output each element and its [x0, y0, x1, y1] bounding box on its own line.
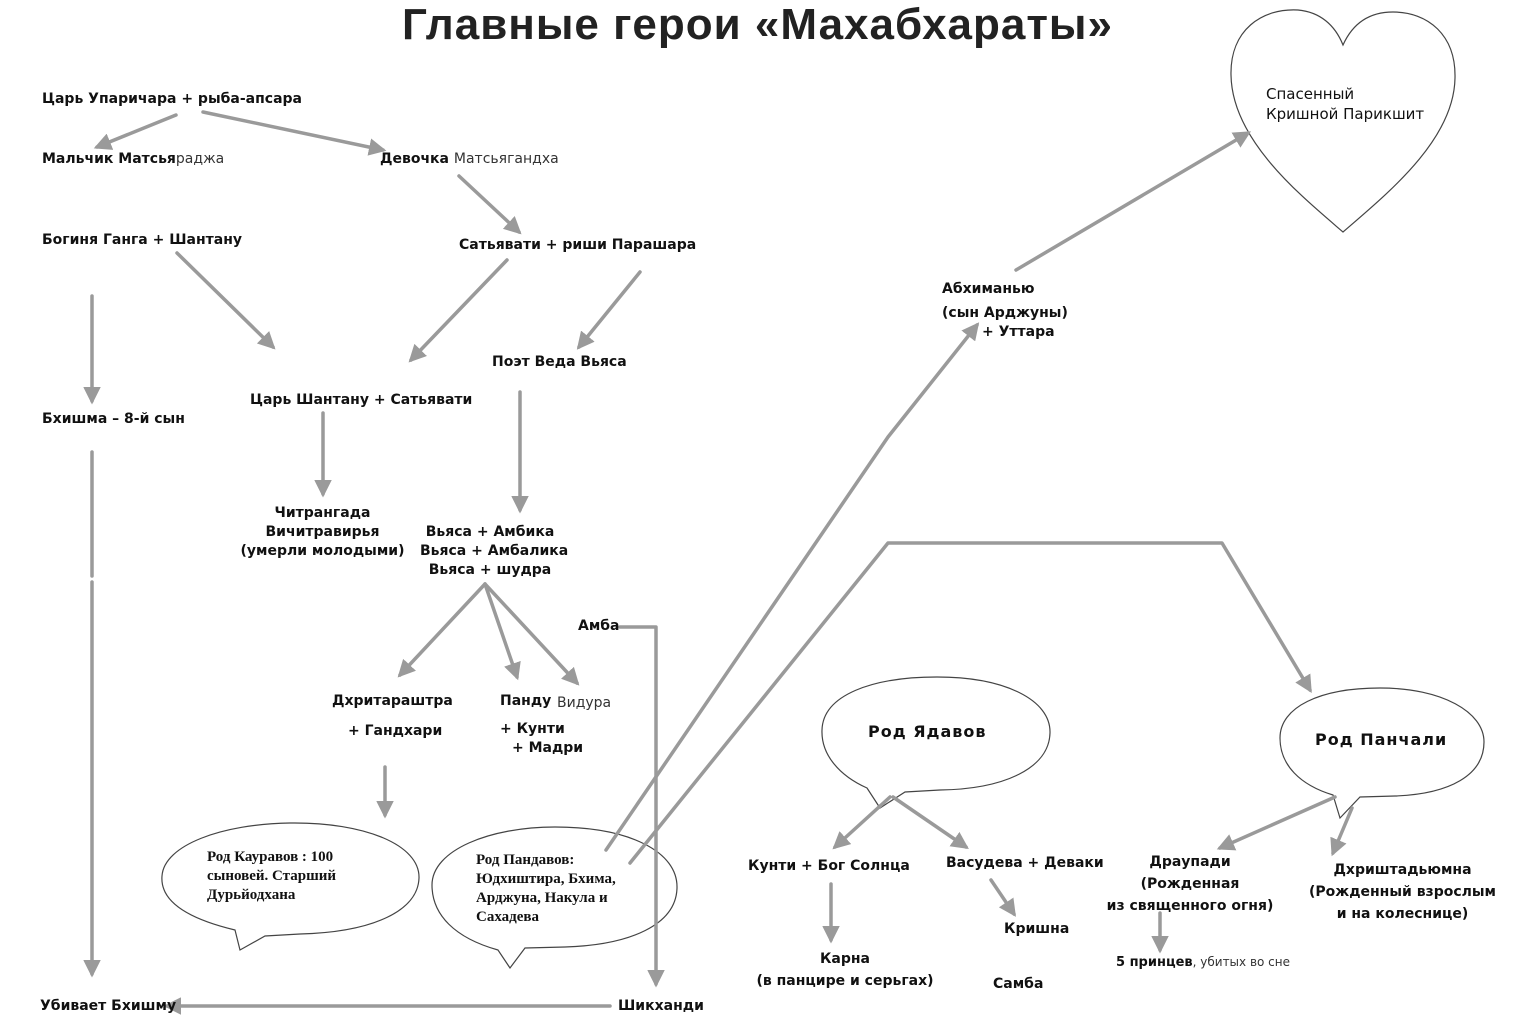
- node-dhrishtadyumna-line2: (Рожденный взрослым: [1309, 884, 1496, 900]
- node-vidura: Видура: [557, 695, 612, 711]
- node-vasudeva: Васудева + Деваки: [946, 855, 1104, 871]
- arrow-pandavas-abhimanyu: [604, 322, 980, 852]
- node-gandhari: + Гандхари: [348, 723, 443, 739]
- node-chitrangada-line1: Читрангада: [274, 505, 371, 521]
- node-vyasa-wives-line1: Вьяса + Амбика: [425, 524, 555, 540]
- node-abhimanyu: Абхиманью (сын Арджуны) + Уттара: [942, 277, 1068, 339]
- arrow-pandavas-panchala: [628, 541, 1312, 865]
- node-pandavas: Род Пандавов: Юдхиштира, Бхима, Арджуна,…: [476, 852, 616, 925]
- bubble-panchala: [1279, 687, 1485, 820]
- node-draupadi-line1: Драупади: [1149, 854, 1231, 870]
- node-vyasa-wives: Вьяса + Амбика Вьяса + Амбалика Вьяса + …: [420, 523, 569, 580]
- node-vyasa-wives-line3: Вьяса + шудра: [428, 562, 552, 578]
- node-kunti: + Кунти: [500, 721, 565, 737]
- node-samba: Самба: [993, 976, 1044, 992]
- node-dhrishtadyumna: Дхриштадьюмна (Рожденный взрослым и на к…: [1290, 859, 1515, 925]
- node-matsyaraja-light: раджа: [175, 151, 225, 167]
- node-parikshit-line2: Кришной Парикшит: [1266, 105, 1425, 123]
- arrow-uparichara-girl: [201, 110, 387, 156]
- node-chitrangada: Читрангада Вичитравирья (умерли молодыми…: [240, 504, 405, 561]
- node-panchala: Род Панчали: [1315, 730, 1448, 749]
- node-kauravas: Род Кауравов : 100 сыновей. Старший Дурь…: [207, 849, 337, 903]
- arrow-abhimanyu-parikshit: [1014, 131, 1252, 272]
- bubble-kauravas: [161, 822, 420, 951]
- arrow-parashara-vyasa: [576, 270, 642, 350]
- node-princes: 5 принцев, убитых во сне: [1116, 953, 1290, 972]
- node-yadava: Род Ядавов: [868, 722, 987, 741]
- arrow-yadava-kunti: [832, 795, 892, 850]
- node-parikshit-line1: Спасенный: [1266, 85, 1355, 103]
- bubble-pandavas: [431, 826, 678, 970]
- node-pandu: Панду: [500, 693, 552, 709]
- node-dhritarashtra: Дхритараштра: [332, 693, 453, 709]
- node-parikshit: Спасенный Кришной Парикшит: [1266, 84, 1424, 124]
- node-ganga: Богиня Ганга + Шантану: [42, 232, 243, 248]
- node-girl-bold: Девочка: [380, 151, 450, 167]
- node-draupadi: Драупади (Рожденная из священного огня): [1095, 851, 1285, 917]
- arrow-vyasa-pandu: [483, 582, 521, 681]
- node-shikhandi: Шикханди: [618, 998, 704, 1014]
- node-karna-line2: (в панцире и серьгах): [756, 973, 934, 989]
- node-bhishma: Бхишма – 8-й сын: [42, 411, 185, 427]
- node-amba: Амба: [578, 618, 620, 634]
- arrow-panchala-dhrishtadyumna: [1330, 806, 1354, 857]
- arrow-uparichara-boy: [93, 113, 178, 150]
- arrow-satyavati-shantanu: [408, 258, 509, 363]
- node-matsyaraja-bold: Мальчик Матсья: [42, 151, 176, 167]
- node-madri: + Мадри: [512, 740, 584, 756]
- node-abhimanyu-line3: + Уттара: [982, 324, 1055, 340]
- arrow-amba-shikhandi: [618, 625, 665, 988]
- node-krishna: Кришна: [1004, 921, 1070, 937]
- node-draupadi-line3: из священного огня): [1106, 898, 1274, 914]
- arrow-yadava-vasudeva: [891, 795, 969, 849]
- page-title: Главные герои «Махабхараты»: [402, 0, 1113, 49]
- node-matsyaraja: Мальчик Матсьяраджа: [42, 150, 224, 169]
- node-chitrangada-line2: Вичитравирья: [265, 524, 380, 540]
- node-abhimanyu-line1: Абхиманью: [942, 281, 1035, 297]
- node-draupadi-line2: (Рожденная: [1140, 876, 1240, 892]
- node-abhimanyu-line2: (сын Арджуны): [942, 305, 1068, 321]
- node-uparichara: Царь Упаричара + рыба-апсара: [42, 91, 302, 107]
- arrow-panchala-draupadi: [1216, 795, 1337, 851]
- node-shantanu-satyavati: Царь Шантану + Сатьявати: [250, 392, 473, 408]
- node-satyavati-parashara: Сатьявати + риши Парашара: [459, 237, 697, 253]
- arrow-girl-satyavati: [457, 174, 522, 235]
- node-girl: Девочка Матсьягандха: [380, 150, 559, 169]
- node-kills-bhishma: Убивает Бхишму: [40, 998, 177, 1014]
- node-chitrangada-line3: (умерли молодыми): [240, 543, 405, 559]
- arrow-vyasa-dhritarashtra: [397, 582, 487, 678]
- node-princes-light: , убитых во сне: [1192, 955, 1291, 969]
- node-princes-bold: 5 принцев: [1116, 955, 1193, 970]
- arrow-vasudeva-krishna: [989, 878, 1016, 917]
- node-karna: Карна (в панцире и серьгах): [740, 948, 950, 992]
- arrow-vyasa-vidura: [483, 582, 580, 686]
- node-girl-light: Матсьягандха: [453, 151, 559, 167]
- node-karna-line1: Карна: [819, 951, 871, 967]
- node-vyasa-poet: Поэт Веда Вьяса: [492, 354, 627, 370]
- node-kunti-sun: Кунти + Бог Солнца: [748, 858, 910, 874]
- bubble-yadava: [821, 676, 1051, 809]
- heart-shape: [1230, 9, 1456, 233]
- node-dhrishtadyumna-line3: и на колеснице): [1336, 906, 1469, 922]
- arrow-ganga-shantanu: [175, 251, 276, 350]
- node-vyasa-wives-line2: Вьяса + Амбалика: [420, 543, 569, 559]
- node-dhrishtadyumna-line1: Дхриштадьюмна: [1333, 862, 1472, 878]
